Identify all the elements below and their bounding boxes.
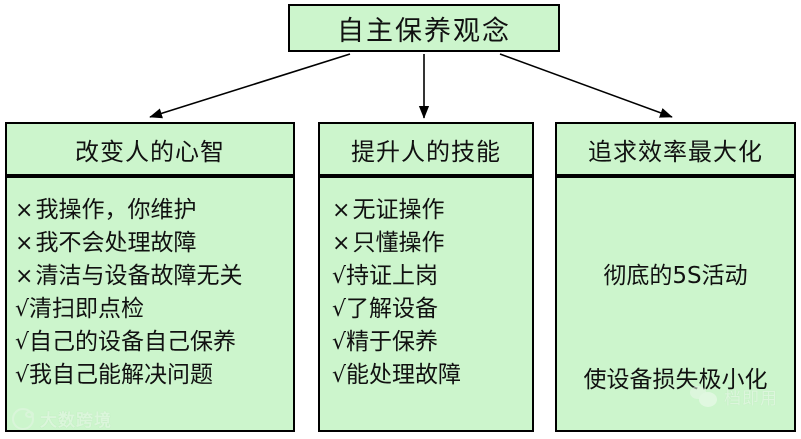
wechat-icon bbox=[690, 385, 718, 408]
cross-icon: × bbox=[332, 198, 351, 223]
list-item[interactable]: √ 清扫即点检 bbox=[15, 293, 293, 326]
cross-icon: × bbox=[15, 231, 34, 256]
column-efficiency: 追求效率最大化 彻底的5S活动 使设备损失极小化 bbox=[555, 122, 796, 432]
list-item-label: 我操作，你维护 bbox=[35, 197, 197, 223]
column-skills-body: × 无证操作 × 只懂操作 √ 持证上岗 √ 了解设备 √ 精于保养 bbox=[318, 176, 534, 432]
title-node[interactable]: 自主保养观念 bbox=[288, 4, 560, 52]
column-efficiency-header[interactable]: 追求效率最大化 bbox=[555, 122, 796, 176]
check-icon: √ bbox=[332, 363, 347, 388]
watermark-left-label: 大数跨境 bbox=[40, 411, 112, 431]
column-mindset-header[interactable]: 改变人的心智 bbox=[5, 122, 295, 176]
list-item[interactable]: √ 能处理故障 bbox=[332, 359, 532, 392]
cross-icon: × bbox=[15, 264, 34, 289]
watermark-right: 档即用 bbox=[690, 384, 778, 409]
column-efficiency-body: 彻底的5S活动 使设备损失极小化 bbox=[555, 176, 796, 432]
efficiency-line-1: 彻底的5S活动 bbox=[603, 263, 748, 289]
list-item[interactable]: × 无证操作 bbox=[332, 194, 532, 227]
column-mindset-body: × 我操作，你维护 × 我不会处理故障 × 清洁与设备故障无关 √ 清扫即点检 … bbox=[5, 176, 295, 432]
list-item[interactable]: × 我不会处理故障 bbox=[15, 227, 293, 260]
arrow-to-mindset bbox=[149, 53, 351, 119]
efficiency-line-2: 使设备损失极小化 bbox=[583, 367, 768, 393]
list-item-label: 只懂操作 bbox=[352, 230, 445, 256]
skills-item-list: × 无证操作 × 只懂操作 √ 持证上岗 √ 了解设备 √ 精于保养 bbox=[320, 178, 532, 392]
list-item-label: 我不会处理故障 bbox=[35, 230, 197, 256]
check-icon: √ bbox=[15, 363, 30, 388]
list-item-label: 持证上岗 bbox=[346, 263, 439, 289]
list-item-label: 自己的设备自己保养 bbox=[29, 329, 237, 355]
list-item-label: 我自己能解决问题 bbox=[29, 362, 214, 388]
cross-icon: × bbox=[332, 231, 351, 256]
list-item[interactable]: × 我操作，你维护 bbox=[15, 194, 293, 227]
list-item-label: 能处理故障 bbox=[346, 362, 462, 388]
list-item[interactable]: √ 精于保养 bbox=[332, 326, 532, 359]
list-item[interactable]: √ 自己的设备自己保养 bbox=[15, 326, 293, 359]
watermark-left: 大数跨境 bbox=[12, 406, 112, 431]
list-item[interactable]: √ 我自己能解决问题 bbox=[15, 359, 293, 392]
list-item-label: 清扫即点检 bbox=[29, 296, 145, 322]
check-icon: √ bbox=[332, 330, 347, 355]
list-item[interactable]: × 清洁与设备故障无关 bbox=[15, 260, 293, 293]
column-mindset: 改变人的心智 × 我操作，你维护 × 我不会处理故障 × 清洁与设备故障无关 √ bbox=[5, 122, 295, 432]
column-skills: 提升人的技能 × 无证操作 × 只懂操作 √ 持证上岗 √ 了解设备 bbox=[318, 122, 534, 432]
list-item-label: 清洁与设备故障无关 bbox=[35, 263, 243, 289]
column-mindset-header-label: 改变人的心智 bbox=[75, 137, 225, 166]
list-item-label: 了解设备 bbox=[346, 296, 439, 322]
list-item[interactable]: × 只懂操作 bbox=[332, 227, 532, 260]
list-item[interactable]: √ 了解设备 bbox=[332, 293, 532, 326]
mindset-item-list: × 我操作，你维护 × 我不会处理故障 × 清洁与设备故障无关 √ 清扫即点检 … bbox=[7, 178, 293, 392]
column-efficiency-header-label: 追求效率最大化 bbox=[588, 137, 763, 166]
title-node-label: 自主保养观念 bbox=[337, 15, 511, 47]
list-item-label: 无证操作 bbox=[352, 197, 445, 223]
column-skills-header[interactable]: 提升人的技能 bbox=[318, 122, 534, 176]
cross-icon: × bbox=[15, 198, 34, 223]
column-skills-header-label: 提升人的技能 bbox=[351, 137, 501, 166]
check-icon: √ bbox=[15, 330, 30, 355]
check-icon: √ bbox=[15, 297, 30, 322]
watermark-right-label: 档即用 bbox=[724, 389, 778, 409]
list-item-label: 精于保养 bbox=[346, 329, 439, 355]
check-icon: √ bbox=[332, 297, 347, 322]
arrow-to-efficiency bbox=[499, 53, 673, 118]
circle-logo-icon bbox=[12, 407, 34, 430]
check-icon: √ bbox=[332, 264, 347, 289]
list-item[interactable]: √ 持证上岗 bbox=[332, 260, 532, 293]
